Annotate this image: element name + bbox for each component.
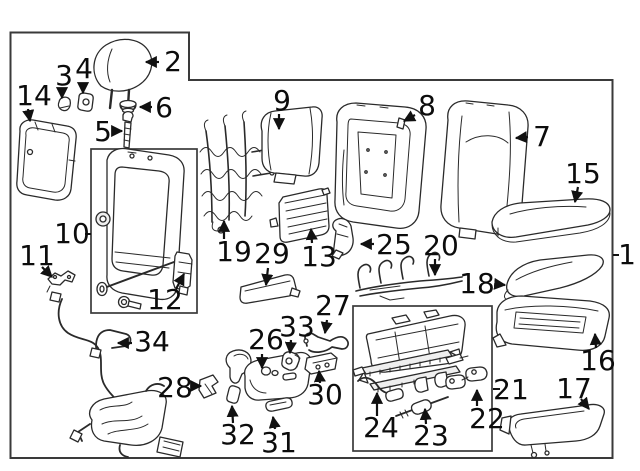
callout-31[interactable]: 31 bbox=[261, 426, 297, 459]
headrest bbox=[93, 38, 153, 110]
callout-arrow-30 bbox=[313, 369, 326, 384]
cushion-cover bbox=[491, 198, 611, 243]
callout-6[interactable]: 6 bbox=[155, 91, 173, 124]
callout-arrows bbox=[22, 55, 619, 430]
callout-9[interactable]: 9 bbox=[273, 84, 291, 117]
callout-7[interactable]: 7 bbox=[533, 120, 551, 153]
callout-5[interactable]: 5 bbox=[94, 115, 112, 148]
callout-27[interactable]: 27 bbox=[315, 289, 351, 322]
callout-18[interactable]: 18 bbox=[459, 267, 495, 300]
callout-arrow-29 bbox=[261, 267, 274, 287]
callout-8[interactable]: 8 bbox=[418, 89, 436, 122]
callout-arrow-16 bbox=[589, 332, 602, 349]
callout-arrow-18 bbox=[493, 277, 507, 290]
callout-arrow-31 bbox=[268, 415, 281, 430]
callout-1[interactable]: 1 bbox=[618, 238, 636, 271]
callout-17[interactable]: 17 bbox=[556, 372, 592, 405]
callout-arrow-7 bbox=[514, 131, 529, 144]
callout-32[interactable]: 32 bbox=[220, 418, 256, 451]
callout-3[interactable]: 3 bbox=[55, 59, 73, 92]
drive-cable bbox=[352, 366, 404, 402]
callout-21[interactable]: 21 bbox=[493, 373, 529, 406]
headrest-guide-cap bbox=[57, 96, 72, 112]
cushion-pad bbox=[492, 295, 610, 352]
seatback-trim-panel bbox=[16, 119, 77, 201]
callout-4[interactable]: 4 bbox=[75, 52, 93, 85]
headrest-guide bbox=[77, 92, 94, 112]
callout-22[interactable]: 22 bbox=[469, 402, 505, 435]
callout-25[interactable]: 25 bbox=[376, 228, 412, 261]
drive-rod bbox=[395, 396, 449, 419]
lumbar-panel bbox=[260, 106, 323, 185]
callout-16[interactable]: 16 bbox=[580, 344, 616, 377]
callout-arrow-11 bbox=[40, 265, 53, 278]
bolt bbox=[122, 110, 134, 149]
callout-arrow-32 bbox=[226, 404, 239, 424]
callout-12[interactable]: 12 bbox=[147, 283, 183, 316]
mount-bracket bbox=[331, 217, 354, 260]
seatback-frame-box bbox=[90, 148, 198, 314]
figure-border bbox=[9, 31, 614, 459]
cushion-spring-wire bbox=[355, 251, 463, 301]
seatback-pad-frame bbox=[334, 102, 427, 229]
cushion-topper-pad bbox=[504, 254, 604, 301]
callout-arrow-23 bbox=[419, 407, 432, 425]
callout-arrow-13 bbox=[305, 227, 318, 244]
callout-arrow-8 bbox=[402, 110, 417, 122]
callout-11[interactable]: 11 bbox=[19, 239, 55, 272]
track-end-cover bbox=[499, 403, 605, 459]
adjuster-motor bbox=[445, 366, 488, 390]
callout-30[interactable]: 30 bbox=[307, 378, 343, 411]
callout-arrow-17 bbox=[577, 396, 590, 410]
callout-arrow-12 bbox=[173, 272, 185, 290]
callout-29[interactable]: 29 bbox=[254, 237, 290, 270]
callout-10[interactable]: 10 bbox=[54, 217, 90, 250]
wire-clip bbox=[303, 332, 349, 353]
callout-20[interactable]: 20 bbox=[423, 229, 459, 262]
grommet bbox=[119, 99, 137, 114]
wiring-harness bbox=[49, 291, 184, 458]
corner-bracket bbox=[198, 374, 219, 399]
callout-arrow-33 bbox=[284, 339, 297, 355]
callout-arrow-14 bbox=[22, 108, 35, 123]
small-bracket bbox=[46, 270, 76, 293]
callout-24[interactable]: 24 bbox=[363, 411, 399, 444]
callout-19[interactable]: 19 bbox=[216, 235, 252, 268]
callout-13[interactable]: 13 bbox=[301, 240, 337, 273]
callout-26[interactable]: 26 bbox=[248, 323, 284, 356]
seatback-cover bbox=[440, 100, 529, 240]
switch-knob bbox=[281, 351, 301, 371]
callout-34[interactable]: 34 bbox=[134, 325, 170, 358]
callout-15[interactable]: 15 bbox=[565, 157, 601, 190]
seatback-frame bbox=[95, 147, 185, 301]
switch-trim-cover bbox=[265, 397, 293, 412]
lumbar-support bbox=[269, 187, 331, 243]
callout-2[interactable]: 2 bbox=[164, 45, 182, 78]
seat-adjuster-box bbox=[352, 305, 493, 452]
callout-14[interactable]: 14 bbox=[16, 79, 52, 112]
callout-arrow-15 bbox=[571, 186, 584, 204]
callout-33[interactable]: 33 bbox=[279, 310, 315, 343]
switch-spacer bbox=[226, 385, 241, 404]
control-module bbox=[304, 352, 338, 375]
side-trim-strip bbox=[239, 274, 301, 304]
callout-23[interactable]: 23 bbox=[413, 419, 449, 452]
callout-28[interactable]: 28 bbox=[157, 371, 193, 404]
callout-arrow-27 bbox=[320, 319, 333, 335]
